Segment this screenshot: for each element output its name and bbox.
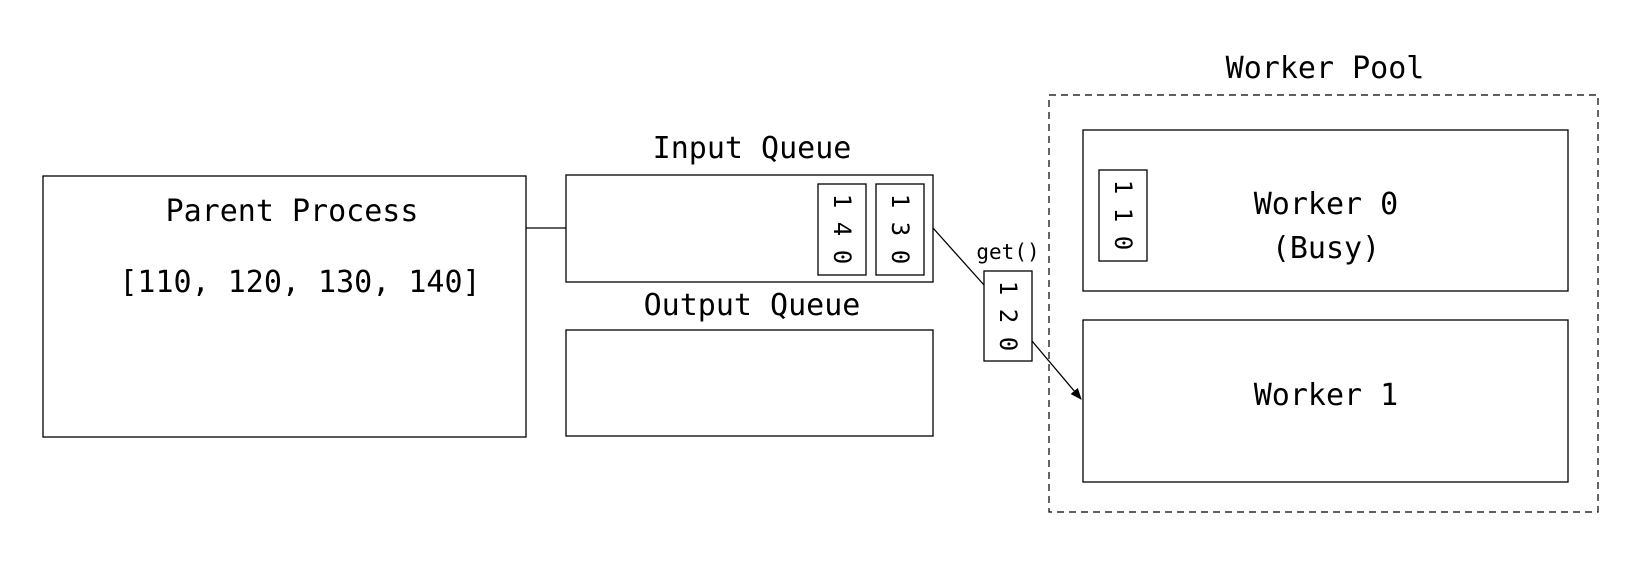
- parent-process-values: [110, 120, 130, 140]: [119, 265, 480, 300]
- parent-process-title: Parent Process: [166, 194, 419, 229]
- queue-item-140: [817, 183, 867, 276]
- worker-0-item-digits: 1 1 0: [1109, 180, 1137, 250]
- queue-item-130-digit: 0: [886, 250, 914, 264]
- get-call-label: get(): [976, 240, 1039, 264]
- transfer-item-digit: 0: [994, 337, 1022, 351]
- transfer-item-digit: 2: [994, 309, 1022, 323]
- input-queue-title: Input Queue: [653, 131, 852, 166]
- output-queue-title: Output Queue: [644, 288, 861, 323]
- queue-to-item-line: [932, 227, 985, 286]
- input-queue-box: [565, 174, 934, 283]
- worker-0-status: (Busy): [1272, 231, 1380, 266]
- queue-item-140-digit: 0: [828, 250, 856, 264]
- worker-1-box: [1082, 319, 1569, 483]
- worker-0-box: [1082, 129, 1569, 292]
- worker-1-name: Worker 1: [1254, 378, 1399, 413]
- output-queue-box: [565, 329, 934, 437]
- worker-pool-boundary: [1048, 94, 1599, 513]
- transfer-item-120: [983, 270, 1033, 362]
- queue-item-140-digit: 4: [828, 222, 856, 236]
- worker-0-item-110: [1098, 169, 1148, 262]
- worker-0-item-digit: 1: [1109, 180, 1137, 194]
- transfer-item-digit: 1: [994, 281, 1022, 295]
- parent-process-box: [42, 175, 527, 438]
- item-to-worker-arrow: [1031, 340, 1082, 400]
- queue-item-140-digits: 1 4 0: [828, 194, 856, 264]
- queue-item-130-digit: 3: [886, 222, 914, 236]
- transfer-item-120-digits: 1 2 0: [994, 281, 1022, 351]
- worker-pool-title: Worker Pool: [1226, 51, 1425, 86]
- queue-item-130-digits: 1 3 0: [886, 194, 914, 264]
- queue-item-130: [875, 183, 925, 276]
- worker-0-item-digit: 0: [1109, 236, 1137, 250]
- worker-0-item-digit: 1: [1109, 208, 1137, 222]
- queue-item-130-digit: 1: [886, 194, 914, 208]
- worker-0-name: Worker 0: [1254, 187, 1399, 222]
- queue-item-140-digit: 1: [828, 194, 856, 208]
